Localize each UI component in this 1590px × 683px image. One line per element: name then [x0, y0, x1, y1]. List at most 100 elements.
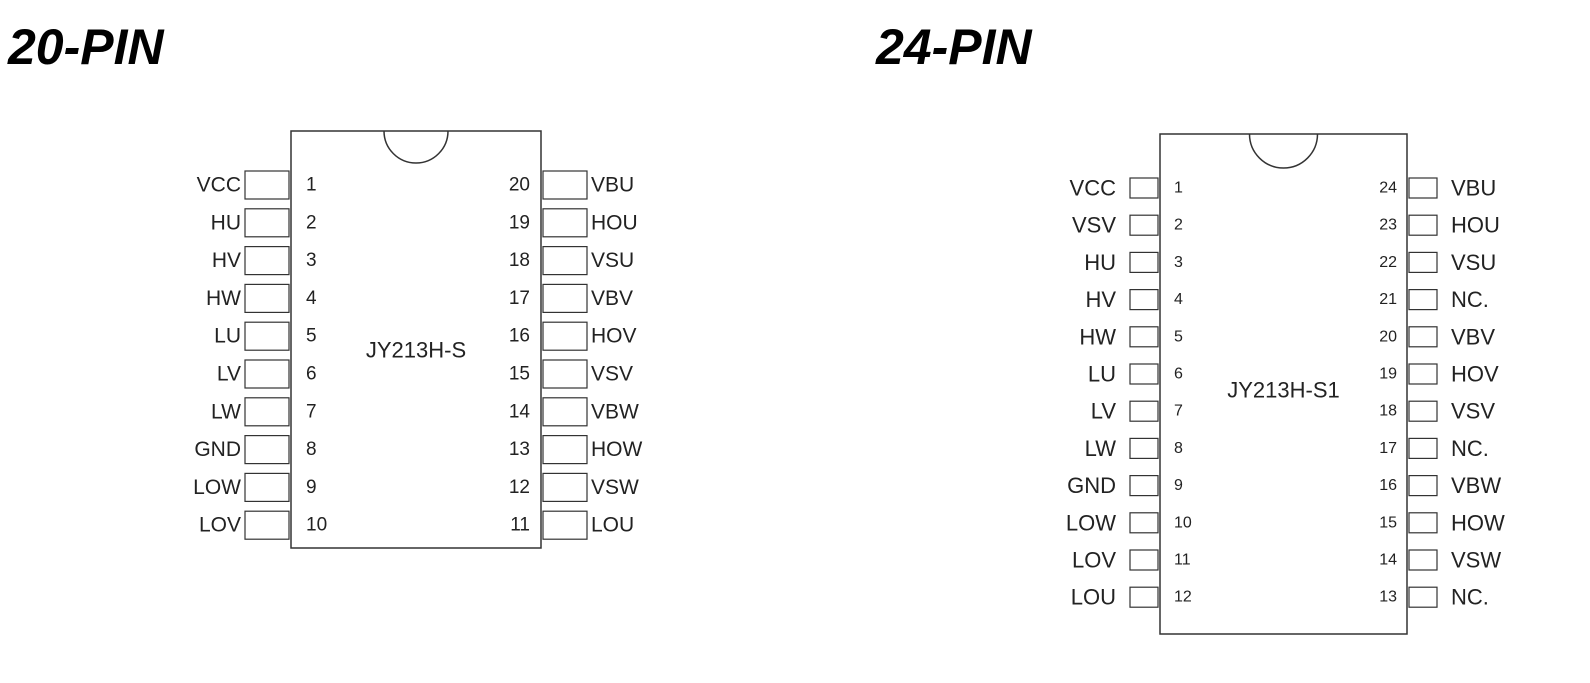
pin-pad	[1408, 437, 1438, 459]
pin-label: VSV	[1072, 213, 1116, 238]
pin-number: 11	[510, 515, 530, 536]
pin-number: 20	[509, 175, 530, 196]
pin-pad	[1408, 214, 1438, 236]
pin-pad	[1129, 437, 1159, 459]
pin-number: 17	[509, 288, 530, 309]
heading-20-pin: 20-PIN	[8, 19, 164, 75]
pin-label: VSW	[1451, 548, 1501, 573]
pin-number: 2	[1174, 217, 1183, 234]
pin-number: 15	[509, 364, 530, 385]
pin-pad	[244, 283, 290, 313]
pin-label: VSU	[1451, 250, 1496, 275]
ic-body	[290, 130, 542, 549]
pin-pad	[542, 435, 588, 465]
pin-number: 10	[1174, 514, 1192, 531]
part-name: JY213H-S1	[1227, 378, 1340, 403]
pin-number: 16	[1379, 477, 1397, 494]
pin-number: 9	[306, 477, 317, 498]
pin-number: 17	[1379, 440, 1397, 457]
pin-label: VCC	[197, 174, 241, 197]
pin-label: NC.	[1451, 585, 1489, 610]
pin-number: 2	[306, 212, 317, 233]
pin-pad	[542, 397, 588, 427]
pin-pad	[1408, 586, 1438, 608]
pin-label: LOU	[591, 514, 634, 537]
pin-pad	[1408, 549, 1438, 571]
pin-label: HU	[1084, 250, 1116, 275]
pin-number: 24	[1379, 180, 1397, 197]
pin-pad	[1408, 475, 1438, 497]
pin-label: GND	[194, 438, 241, 461]
pin-pad	[244, 472, 290, 502]
pin-label: GND	[1067, 473, 1116, 498]
pin-label: VBU	[591, 174, 634, 197]
pin-number: 7	[306, 401, 317, 422]
pin-pad	[542, 321, 588, 351]
pin-label: HU	[211, 211, 241, 234]
pin-number: 12	[509, 477, 530, 498]
ic-body	[1159, 133, 1408, 635]
pin-label: VBV	[1451, 324, 1495, 349]
pin-label: VSW	[591, 476, 639, 499]
pin-label: HOU	[1451, 213, 1500, 238]
pin-pad	[244, 510, 290, 540]
pin-number: 19	[1379, 366, 1397, 383]
pin-label: VSV	[1451, 399, 1495, 424]
pin-pad	[1129, 289, 1159, 311]
pin-label: HW	[206, 287, 241, 310]
pin-label: HOU	[591, 211, 638, 234]
pin-label: VBV	[591, 287, 633, 310]
pin-pad	[1129, 214, 1159, 236]
pin-pad	[1129, 512, 1159, 534]
pin-pad	[1408, 326, 1438, 348]
pin-number: 8	[1174, 440, 1183, 457]
pin-number: 4	[306, 288, 317, 309]
pin-pad	[244, 208, 290, 238]
pin-pad	[1129, 475, 1159, 497]
pin-number: 22	[1379, 254, 1397, 271]
pin-label: NC.	[1451, 436, 1489, 461]
pin-number: 3	[1174, 254, 1183, 271]
pin-label: LW	[211, 400, 241, 423]
pin-label: LOU	[1071, 585, 1116, 610]
pin-pad	[244, 170, 290, 200]
pin-number: 12	[1174, 589, 1192, 606]
pin-number: 6	[306, 364, 317, 385]
pin-number: 19	[509, 212, 530, 233]
pin-number: 18	[509, 250, 530, 271]
pin-pad	[542, 246, 588, 276]
pin-pad	[1129, 177, 1159, 199]
pin-number: 7	[1174, 403, 1183, 420]
pin-label: VSU	[591, 249, 634, 272]
pin-pad	[244, 321, 290, 351]
pin-label: VBW	[1451, 473, 1501, 498]
pin-label: LOV	[1072, 548, 1116, 573]
pin-pad	[244, 246, 290, 276]
pin-pad	[1129, 326, 1159, 348]
pin-label: LOV	[199, 514, 241, 537]
pin-pad	[542, 510, 588, 540]
pin-number: 9	[1174, 477, 1183, 494]
pin-label: LOW	[1066, 510, 1116, 535]
pin-pad	[244, 359, 290, 389]
pin-number: 11	[1174, 552, 1191, 569]
pin-label: HOW	[1451, 510, 1505, 535]
pin-pad	[1129, 586, 1159, 608]
pin-number: 1	[306, 175, 317, 196]
pin-pad	[1129, 363, 1159, 385]
pin-pad	[542, 472, 588, 502]
pin-number: 6	[1174, 366, 1183, 383]
pin-number: 4	[1174, 291, 1183, 308]
pin-label: LU	[1088, 362, 1116, 387]
ic-notch	[1248, 133, 1319, 169]
pin-pad	[1408, 177, 1438, 199]
pin-pad	[542, 283, 588, 313]
heading-24-pin: 24-PIN	[876, 19, 1032, 75]
pin-label: HV	[1085, 287, 1116, 312]
pin-number: 5	[306, 326, 317, 347]
pin-pad	[542, 208, 588, 238]
pin-number: 1	[1174, 180, 1183, 197]
pin-pad	[1408, 512, 1438, 534]
pin-number: 20	[1379, 328, 1397, 345]
